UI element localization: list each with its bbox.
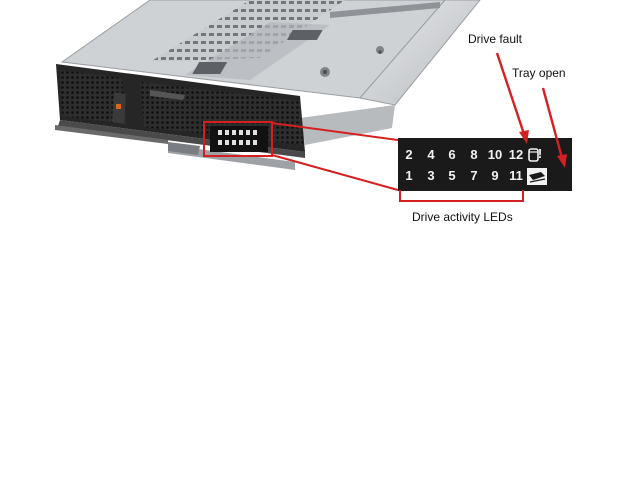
blade-chassis xyxy=(60,0,481,145)
tray-open-arrow xyxy=(541,87,567,168)
led-label: 11 xyxy=(509,168,523,183)
drive-fault-label: Drive fault xyxy=(468,32,523,46)
led-label: 9 xyxy=(491,168,499,183)
led-label: 8 xyxy=(470,147,478,162)
activity-bracket xyxy=(399,190,524,202)
led-label: 1 xyxy=(405,168,413,183)
drive-activity-label: Drive activity LEDs xyxy=(412,210,513,224)
drive-fault-icon xyxy=(528,148,539,162)
bezel-led-window xyxy=(210,126,268,152)
led-label: 5 xyxy=(448,168,456,183)
fault-exclamation: ! xyxy=(537,146,543,161)
tray-open-icon xyxy=(527,168,547,185)
led-label: 2 xyxy=(405,147,413,162)
led-label: 4 xyxy=(427,147,435,162)
drive-fault-arrow xyxy=(495,52,529,144)
led-label: 12 xyxy=(508,147,524,162)
tray-open-label: Tray open xyxy=(512,66,566,80)
callout-zoom xyxy=(203,121,399,191)
led-label: 7 xyxy=(470,168,478,183)
led-label: 10 xyxy=(487,147,503,162)
led-label: 6 xyxy=(448,147,456,162)
led-label: 3 xyxy=(427,168,435,183)
